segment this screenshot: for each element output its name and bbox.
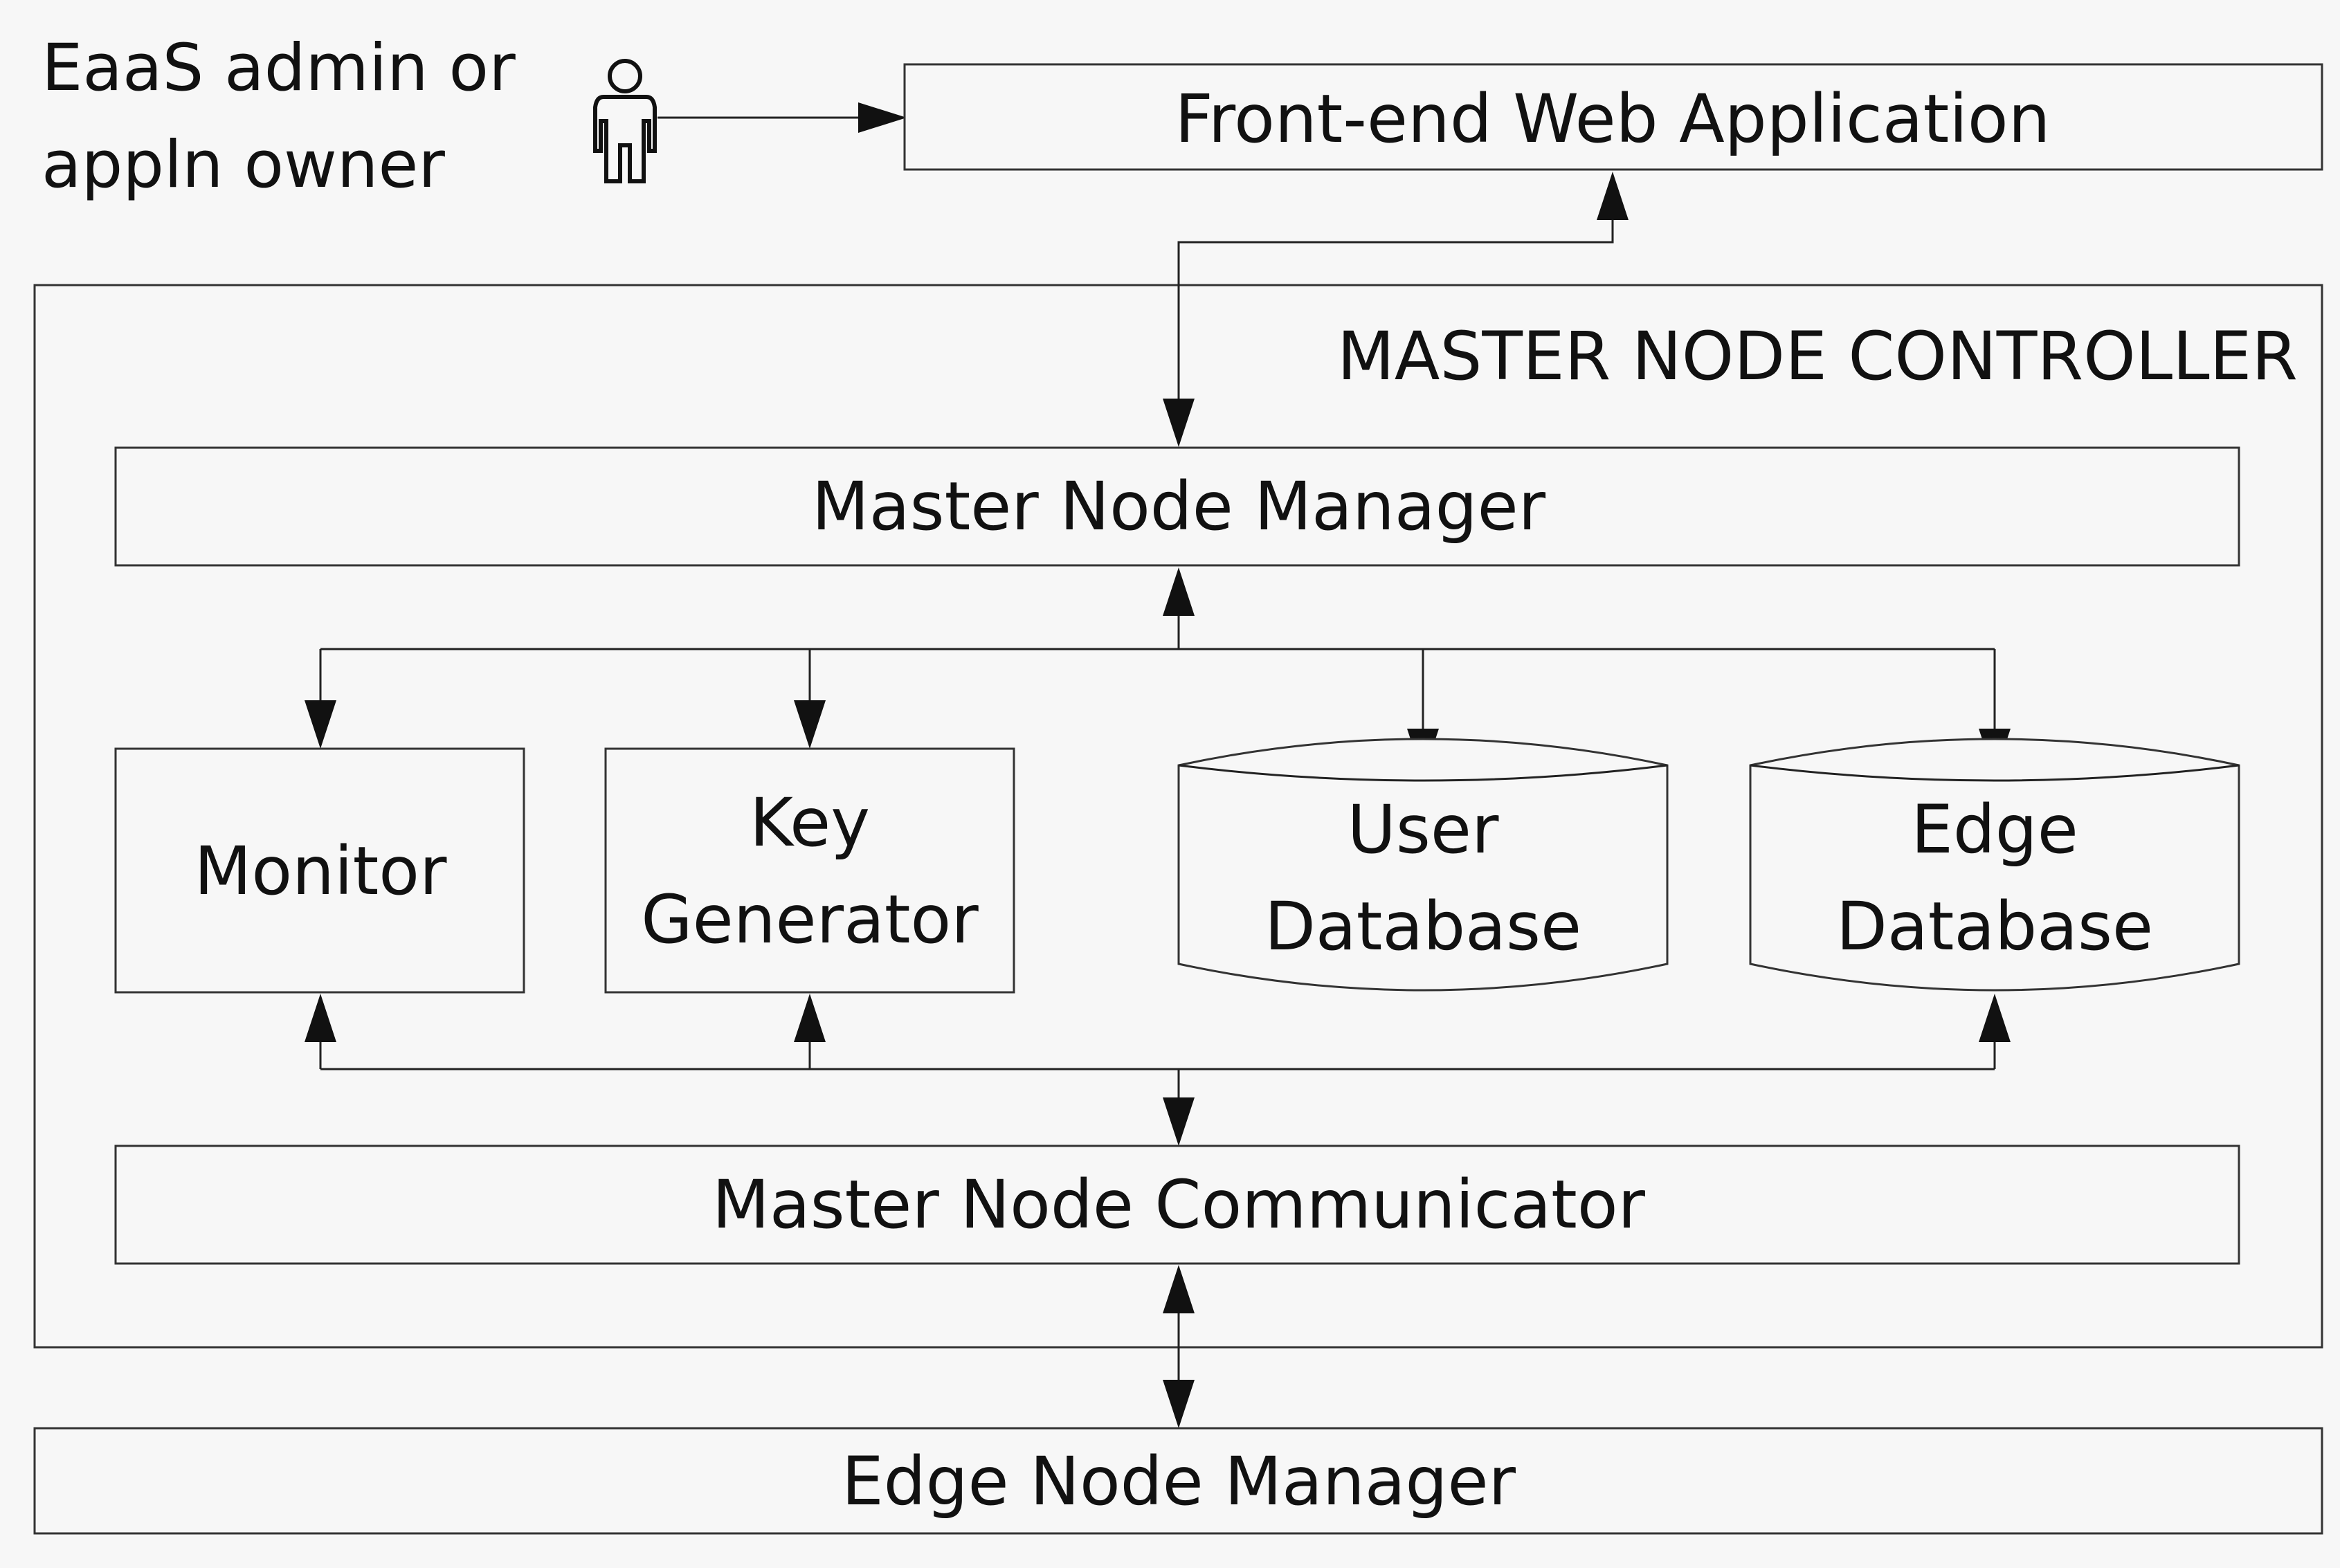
edge-database-label-line1: Edge [1911,791,2078,868]
master-node-manager-box: Master Node Manager [114,446,2240,567]
actor-label-line1: EaaS admin or [42,30,516,106]
user-database-label-line2: Database [1264,888,1581,965]
monitor-box: Monitor [114,747,525,994]
edge-node-manager-label: Edge Node Manager [842,1443,1516,1520]
key-generator-box: Key Generator [604,747,1015,994]
frontend-web-app-label: Front-end Web Application [1174,80,2050,158]
components-communicator-connector [305,994,2011,1146]
monitor-label: Monitor [194,832,447,910]
edge-database-label-line2: Database [1836,888,2153,965]
user-database-cylinder: User Database [1177,738,1669,992]
master-node-controller-title: MASTER NODE CONTROLLER [1337,318,2298,395]
actor-label-line2: appln owner [42,127,445,203]
edge-database-cylinder: Edge Database [1749,738,2240,992]
user-database-label-line1: User [1348,791,1499,868]
key-generator-label-line2: Generator [641,881,979,958]
actor-to-frontend-connector [657,102,907,133]
master-node-communicator-box: Master Node Communicator [114,1145,2240,1265]
communicator-edge-manager-connector [1163,1265,1195,1428]
frontend-web-app-box: Front-end Web Application [903,63,2323,171]
edge-node-manager-box: Edge Node Manager [33,1427,2323,1535]
key-generator-label-line1: Key [750,784,870,862]
frontend-manager-connector [1163,172,1629,447]
master-node-manager-label: Master Node Manager [812,468,1546,545]
person-icon [593,59,657,183]
master-node-communicator-label: Master Node Communicator [712,1166,1646,1243]
